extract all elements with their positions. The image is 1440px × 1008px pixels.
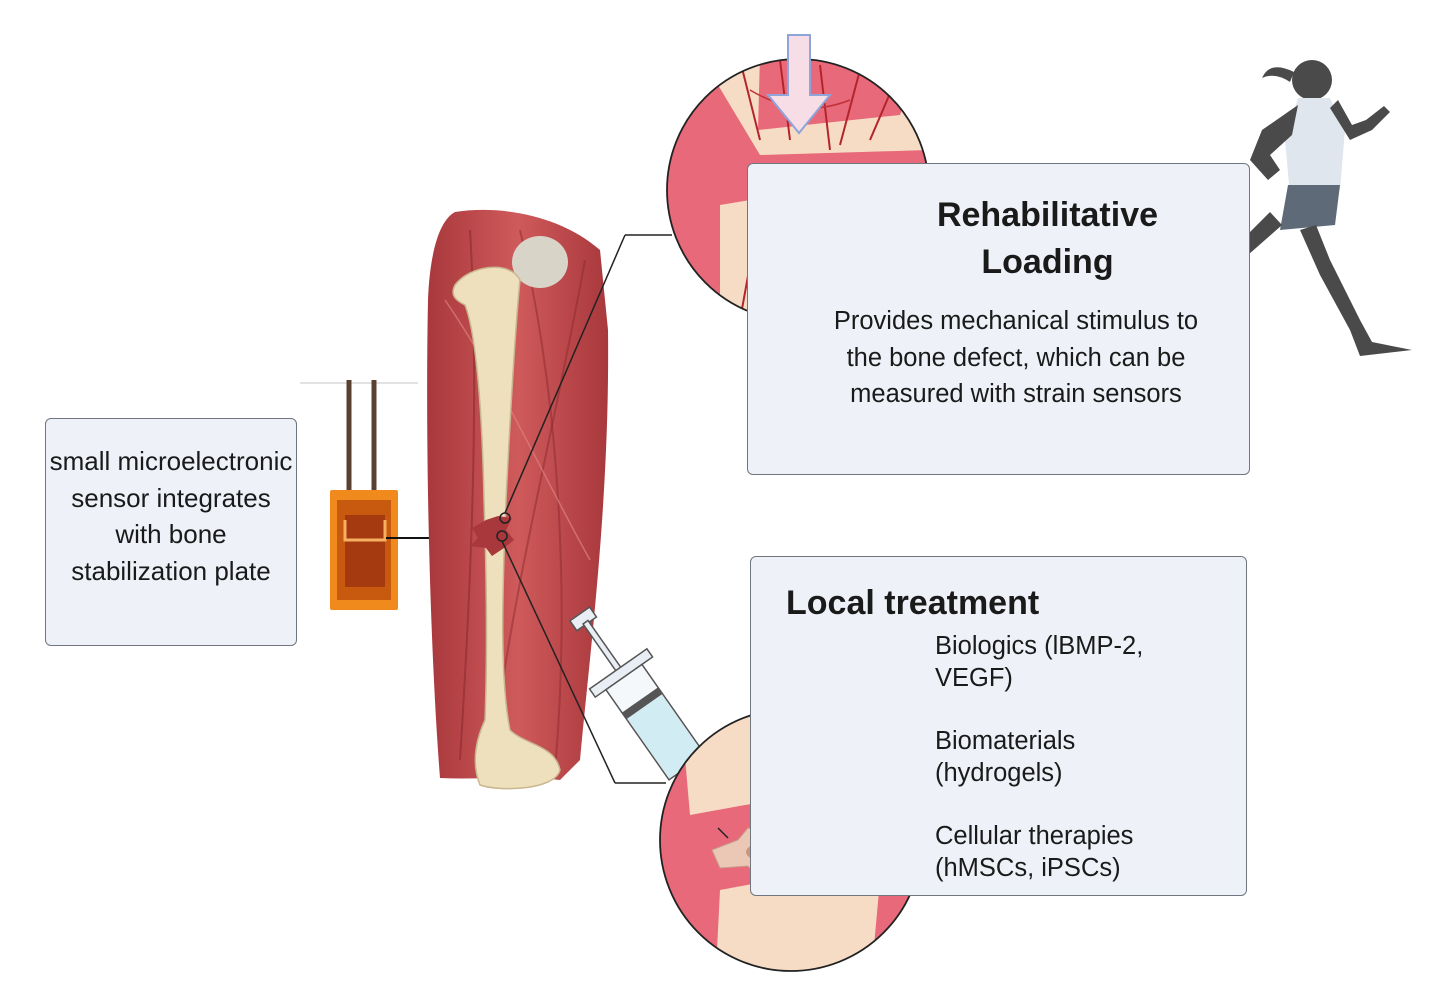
treatment-item-cellular-therapies: Cellular therapies (hMSCs, iPSCs) [935,821,1235,884]
strain-sensor-icon [300,380,418,610]
rehab-title-line-2: Loading [981,243,1114,281]
rehabilitative-loading-title: Rehabilitative Loading [900,192,1195,286]
loading-arrow-down-icon [765,34,833,135]
thigh-bone-illustration [427,209,609,790]
rehab-title-line-1: Rehabilitative [936,196,1159,234]
zoom-connector-lines [501,234,672,784]
sensor-description-box [45,418,297,646]
local-treatment-title: Local treatment [786,584,1040,622]
local-treatment-box [750,556,1247,896]
treatment-item-biomaterials: Biomaterials (hydrogels) [935,726,1235,789]
treatment-line: Cellular therapies [935,822,1134,850]
sensor-description-text: small microelectronic sensor integrates … [49,446,293,586]
treatment-line: (hydrogels) [935,758,1063,787]
treatment-line: Biomaterials [935,727,1076,755]
syringe-icon [568,606,728,824]
rehabilitative-loading-box [747,163,1250,475]
treatment-line: Biologics (lBMP-2, [935,632,1144,660]
rehabilitative-loading-description: Provides mechanical stimulus to the bone… [833,307,1199,408]
treatment-line: (hMSCs, iPSCs) [935,853,1121,882]
treatment-item-biologics: Biologics (lBMP-2, VEGF) [935,631,1235,694]
treatment-line: VEGF) [935,663,1013,692]
